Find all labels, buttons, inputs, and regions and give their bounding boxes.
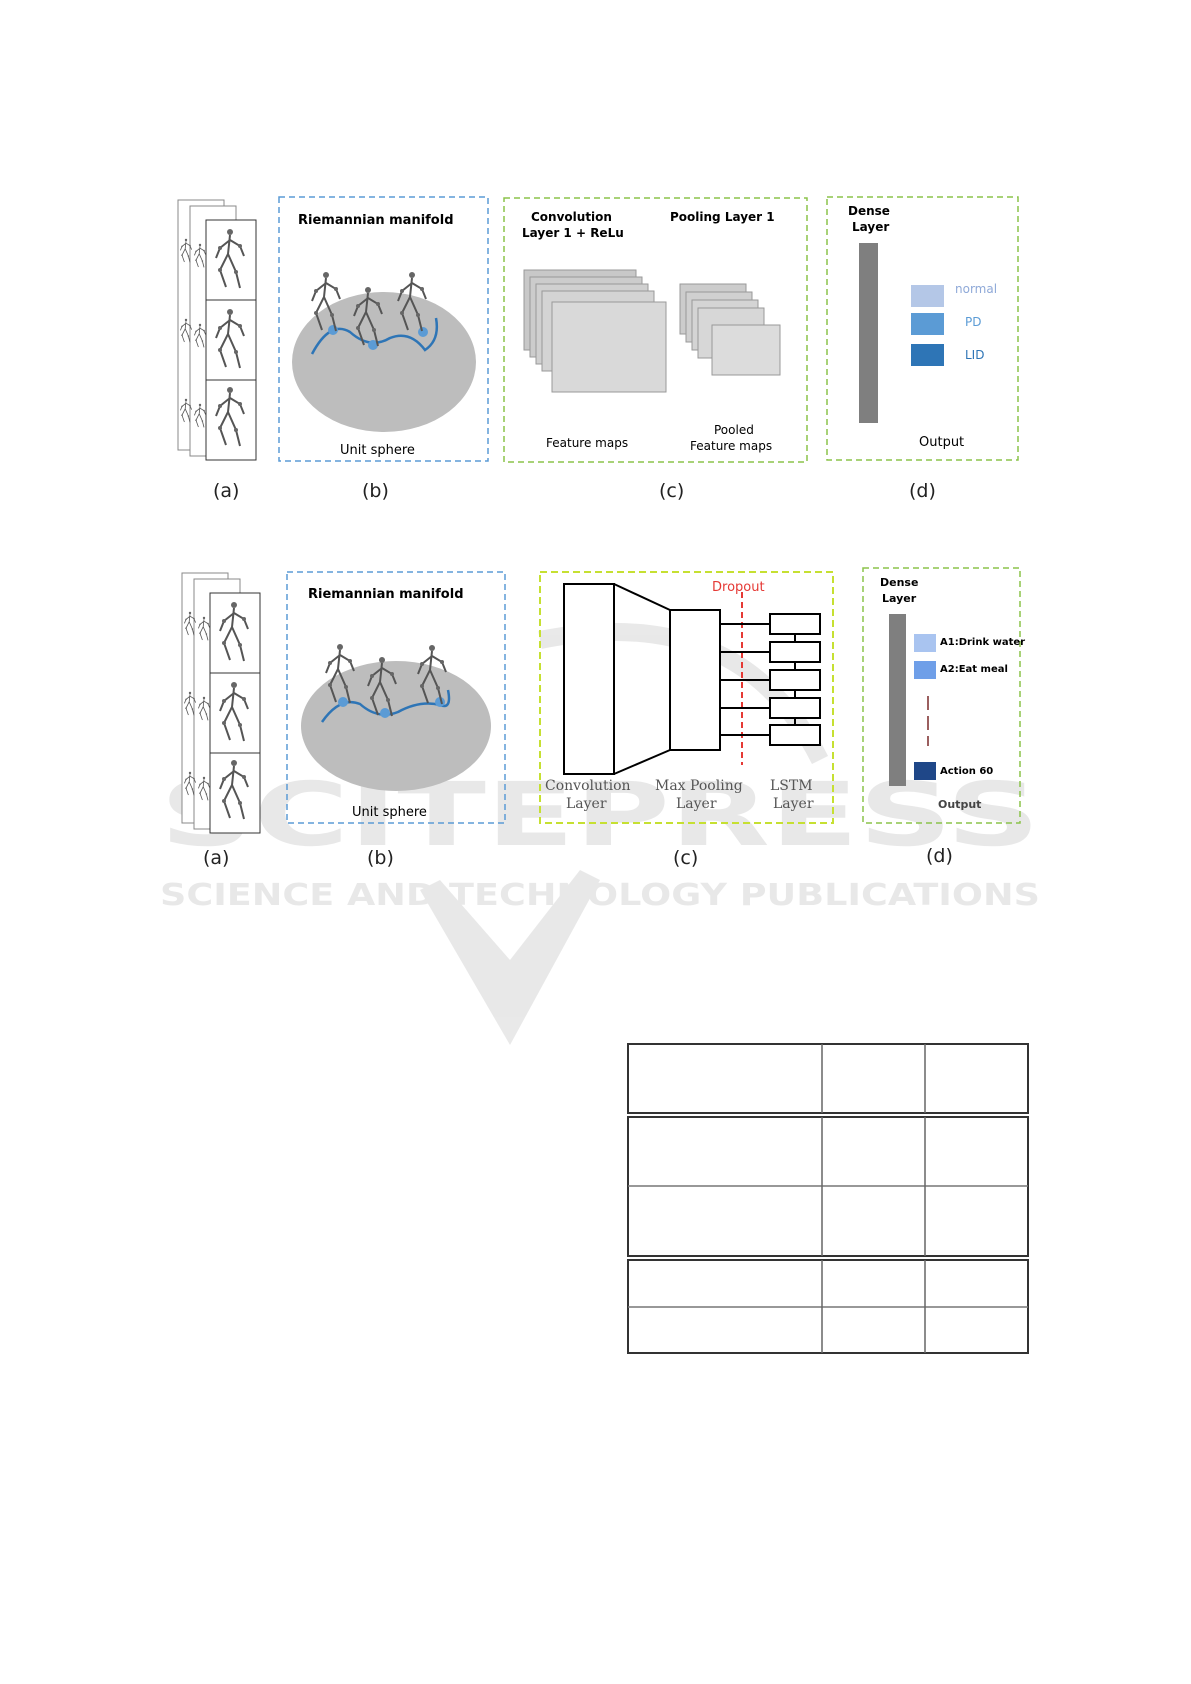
conv-label-1: Convolution <box>545 778 631 794</box>
table-header <box>627 1043 1029 1114</box>
panel-label-b: (b) <box>367 847 394 869</box>
skeleton-frames <box>182 573 260 833</box>
class-label-normal: normal <box>955 282 997 296</box>
conv-layer-block <box>563 583 615 775</box>
panel-b-manifold: Riemannian manifold Unit sphere <box>286 571 506 824</box>
class-swatch-a60 <box>914 762 936 780</box>
class-label-a2: A2:Eat meal <box>940 664 1008 675</box>
lstm-label-2: Layer <box>773 796 814 812</box>
pool-title: Pooling Layer 1 <box>670 210 775 224</box>
dense-layer-bar <box>859 243 878 423</box>
results-table <box>627 1043 1029 1354</box>
panel-label-b: (b) <box>362 480 389 502</box>
dense-title-1: Dense <box>848 204 890 218</box>
class-label-a60: Action 60 <box>940 766 993 777</box>
conv-label-2: Layer <box>566 796 607 812</box>
lstm-label-1: LSTM <box>770 778 813 794</box>
panel-label-d: (d) <box>909 480 936 502</box>
panel-label-c: (c) <box>659 480 684 502</box>
panel-label-d: (d) <box>926 845 953 867</box>
dense-layer-bar <box>889 614 906 786</box>
conv-title: Convolution <box>531 210 612 224</box>
svg-text:SCIENCE AND TECHNOLOGY PUBLICA: SCIENCE AND TECHNOLOGY PUBLICATIONS <box>160 878 1040 913</box>
dense-title-2: Layer <box>882 592 917 605</box>
panel-d-dense: Dense Layer normal PD LID Output <box>826 196 1019 461</box>
panel-c-cnn: Convolution Layer 1 + ReLu Pooling Layer… <box>503 197 808 463</box>
class-swatch-a1 <box>914 634 936 652</box>
pooled-label-2: Feature maps <box>690 439 772 453</box>
table-body-1 <box>627 1116 1029 1257</box>
panel-d-dense: Dense Layer A1:Drink water A2:Eat meal A… <box>862 567 1025 824</box>
lstm-cells <box>769 613 821 746</box>
figure-2: Riemannian manifold Unit sphere Dropout <box>182 567 1025 869</box>
output-label: Output <box>919 435 964 450</box>
pooled-maps-stack <box>679 283 781 376</box>
class-swatch-normal <box>911 285 944 307</box>
class-label-a1: A1:Drink water <box>940 637 1025 648</box>
class-swatch-a2 <box>914 661 936 679</box>
unit-sphere-label: Unit sphere <box>340 443 415 458</box>
pool-layer-block <box>669 609 721 751</box>
feature-maps-label: Feature maps <box>546 436 628 450</box>
dense-title-1: Dense <box>880 576 918 589</box>
class-label-lid: LID <box>965 348 984 362</box>
panel-label-c: (c) <box>673 847 698 869</box>
panel-label-a: (a) <box>213 480 239 502</box>
pool-label-1: Max Pooling <box>655 778 743 794</box>
dropout-label: Dropout <box>712 580 765 595</box>
pool-label-2: Layer <box>676 796 717 812</box>
figure-1: Riemannian manifold Unit sphere Convolut… <box>178 196 1019 502</box>
panel-label-a: (a) <box>203 847 229 869</box>
dense-title-2: Layer <box>852 220 889 234</box>
feature-maps-stack <box>523 269 667 393</box>
manifold-title: Riemannian manifold <box>308 587 464 602</box>
pooled-label-1: Pooled <box>714 423 754 437</box>
class-label-pd: PD <box>965 315 981 329</box>
output-label: Output <box>938 798 981 811</box>
conv-subtitle: Layer 1 + ReLu <box>522 226 624 240</box>
class-swatch-lid <box>911 344 944 366</box>
panel-c-cnn-lstm: Dropout Convolution Layer Max Pooling La… <box>539 571 834 824</box>
class-swatch-pd <box>911 313 944 335</box>
manifold-title: Riemannian manifold <box>298 213 454 228</box>
unit-sphere-label: Unit sphere <box>352 805 427 820</box>
skeleton-frames <box>178 200 256 460</box>
table-body-2 <box>627 1259 1029 1354</box>
panel-b-manifold: Riemannian manifold Unit sphere <box>278 196 489 462</box>
